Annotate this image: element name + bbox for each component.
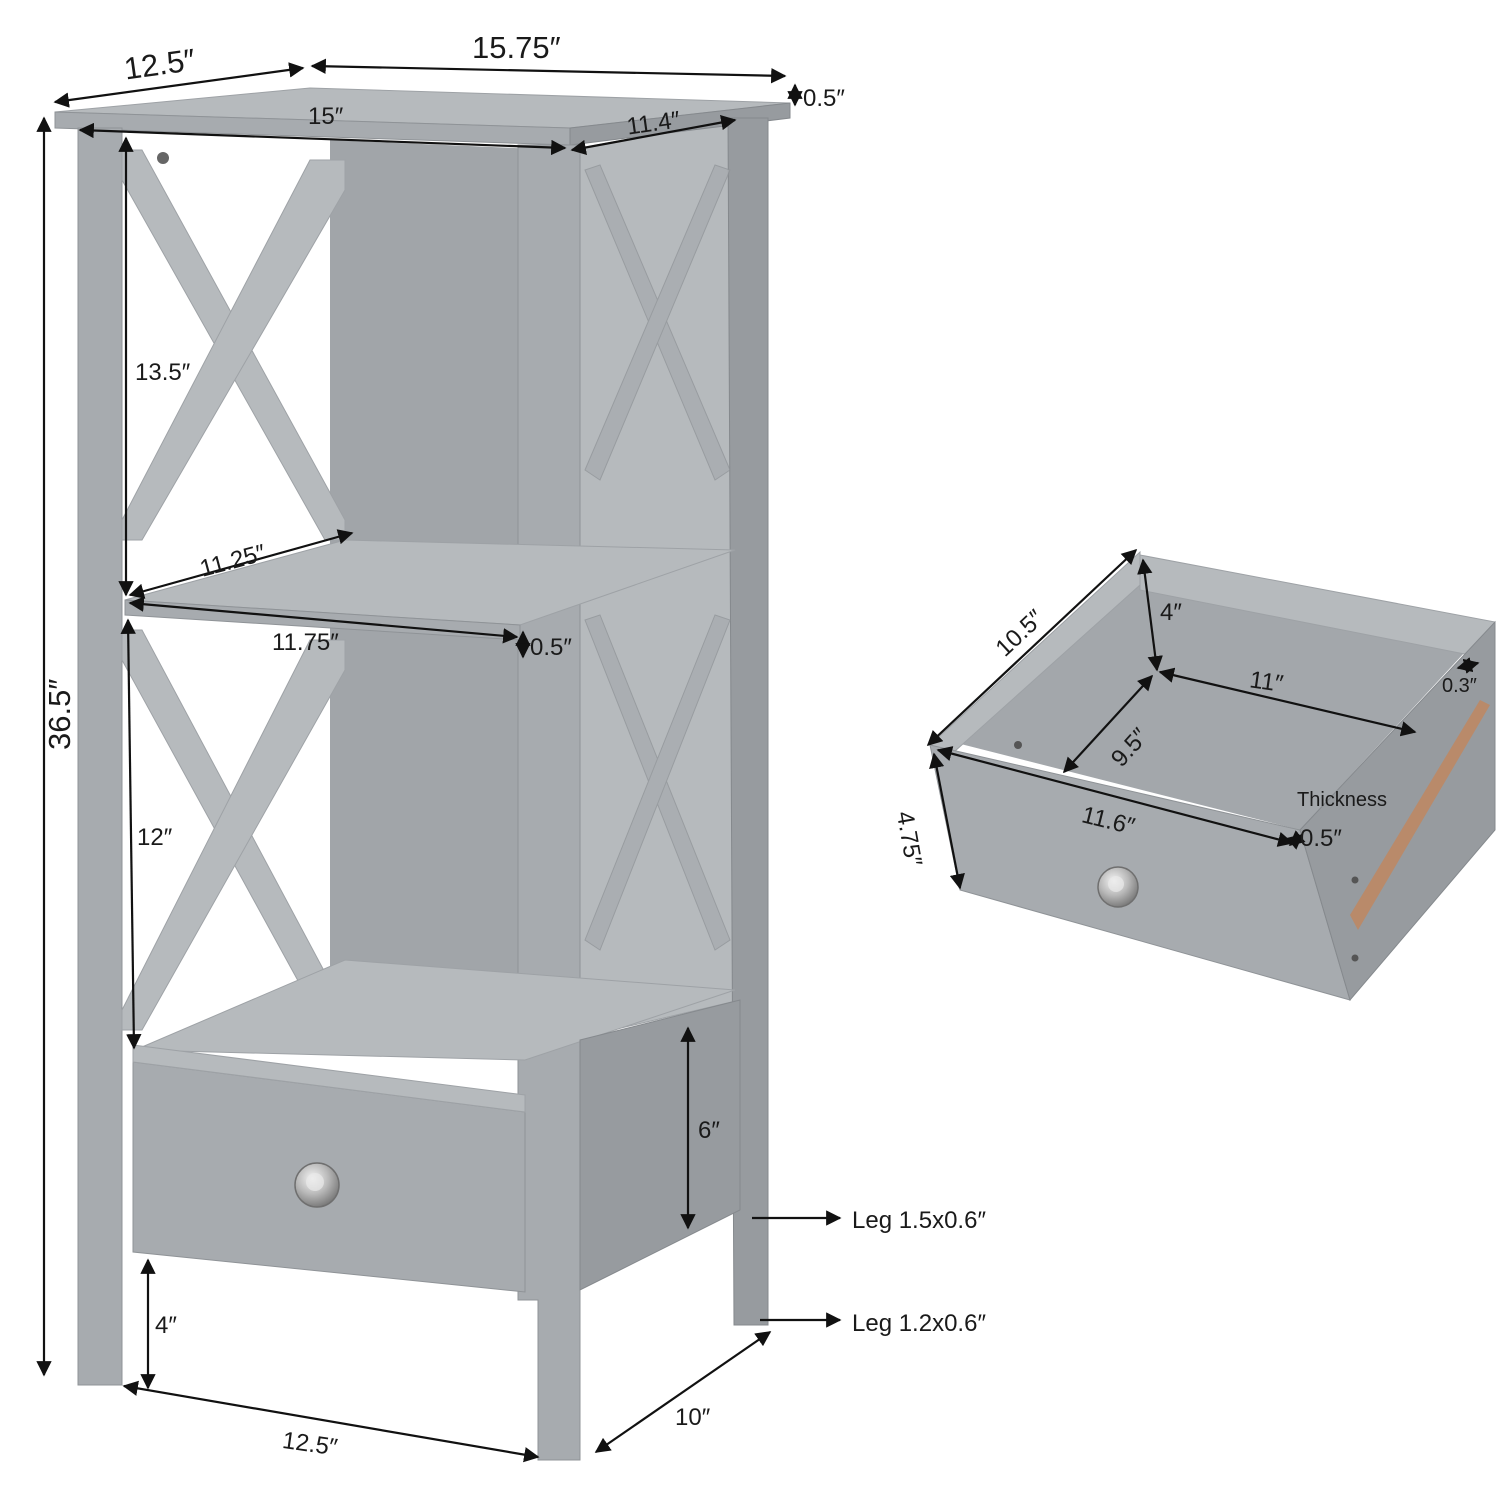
screw-icon	[157, 152, 169, 164]
label-top-width: 15.75″	[472, 30, 561, 65]
right-side-x-brace	[584, 164, 731, 951]
bottom-shelf	[134, 959, 736, 1061]
label-leg-upper: Leg 1.5x0.6″	[852, 1207, 986, 1234]
label-top-thickness: 0.5″	[803, 85, 845, 112]
label-drawer-height: 6″	[698, 1117, 720, 1144]
label-drawer-side-thickness: 0.3″	[1442, 675, 1477, 697]
label-drawer-front-thickness: 0.5″	[1300, 825, 1342, 852]
shelf-side-apron	[579, 999, 741, 1291]
dimension-lines	[36, 58, 1480, 1463]
label-total-height: 36.5″	[42, 679, 77, 750]
label-thickness: Thickness	[1297, 789, 1387, 811]
label-drawer-inner-height: 4″	[1160, 599, 1182, 626]
label-leg-height: 4″	[155, 1312, 177, 1339]
shelf-right-front-leg	[517, 144, 581, 1461]
shelf-left-front-leg	[77, 127, 123, 1386]
shelf-drawer-top-edge	[132, 1044, 526, 1113]
label-top-depth: 12.5″	[122, 42, 198, 87]
drawer-edge-strip	[1350, 700, 1490, 930]
drawer-labels: 10.5″ 4″ 11″ 0.3″ 9.5″ 4.75″ 11.6″ Thick…	[891, 599, 1477, 869]
drawer-hole-icon	[1351, 954, 1359, 962]
knob-icon	[294, 1162, 340, 1208]
label-lower-height: 12″	[137, 824, 173, 851]
label-shelf-width: 11.75″	[272, 629, 339, 656]
label-leg-lower: Leg 1.2x0.6″	[852, 1310, 986, 1337]
label-drawer-inner-width: 11″	[1248, 666, 1285, 697]
label-shelf-thickness: 0.5″	[530, 634, 572, 661]
drawer-right-face	[1299, 620, 1496, 1002]
label-base-width: 12.5″	[281, 1427, 340, 1461]
knob-icon	[1097, 866, 1139, 908]
label-base-depth: 10″	[675, 1404, 711, 1431]
upper-x-brace	[121, 149, 346, 541]
drawer-hole-icon	[1351, 876, 1359, 884]
label-drawer-outer-height: 4.75″	[891, 809, 927, 869]
drawer-hole-icon	[1014, 741, 1022, 749]
label-upper-height: 13.5″	[135, 359, 191, 386]
label-inner-width: 15″	[308, 103, 344, 130]
shelf-unit	[54, 87, 791, 1461]
